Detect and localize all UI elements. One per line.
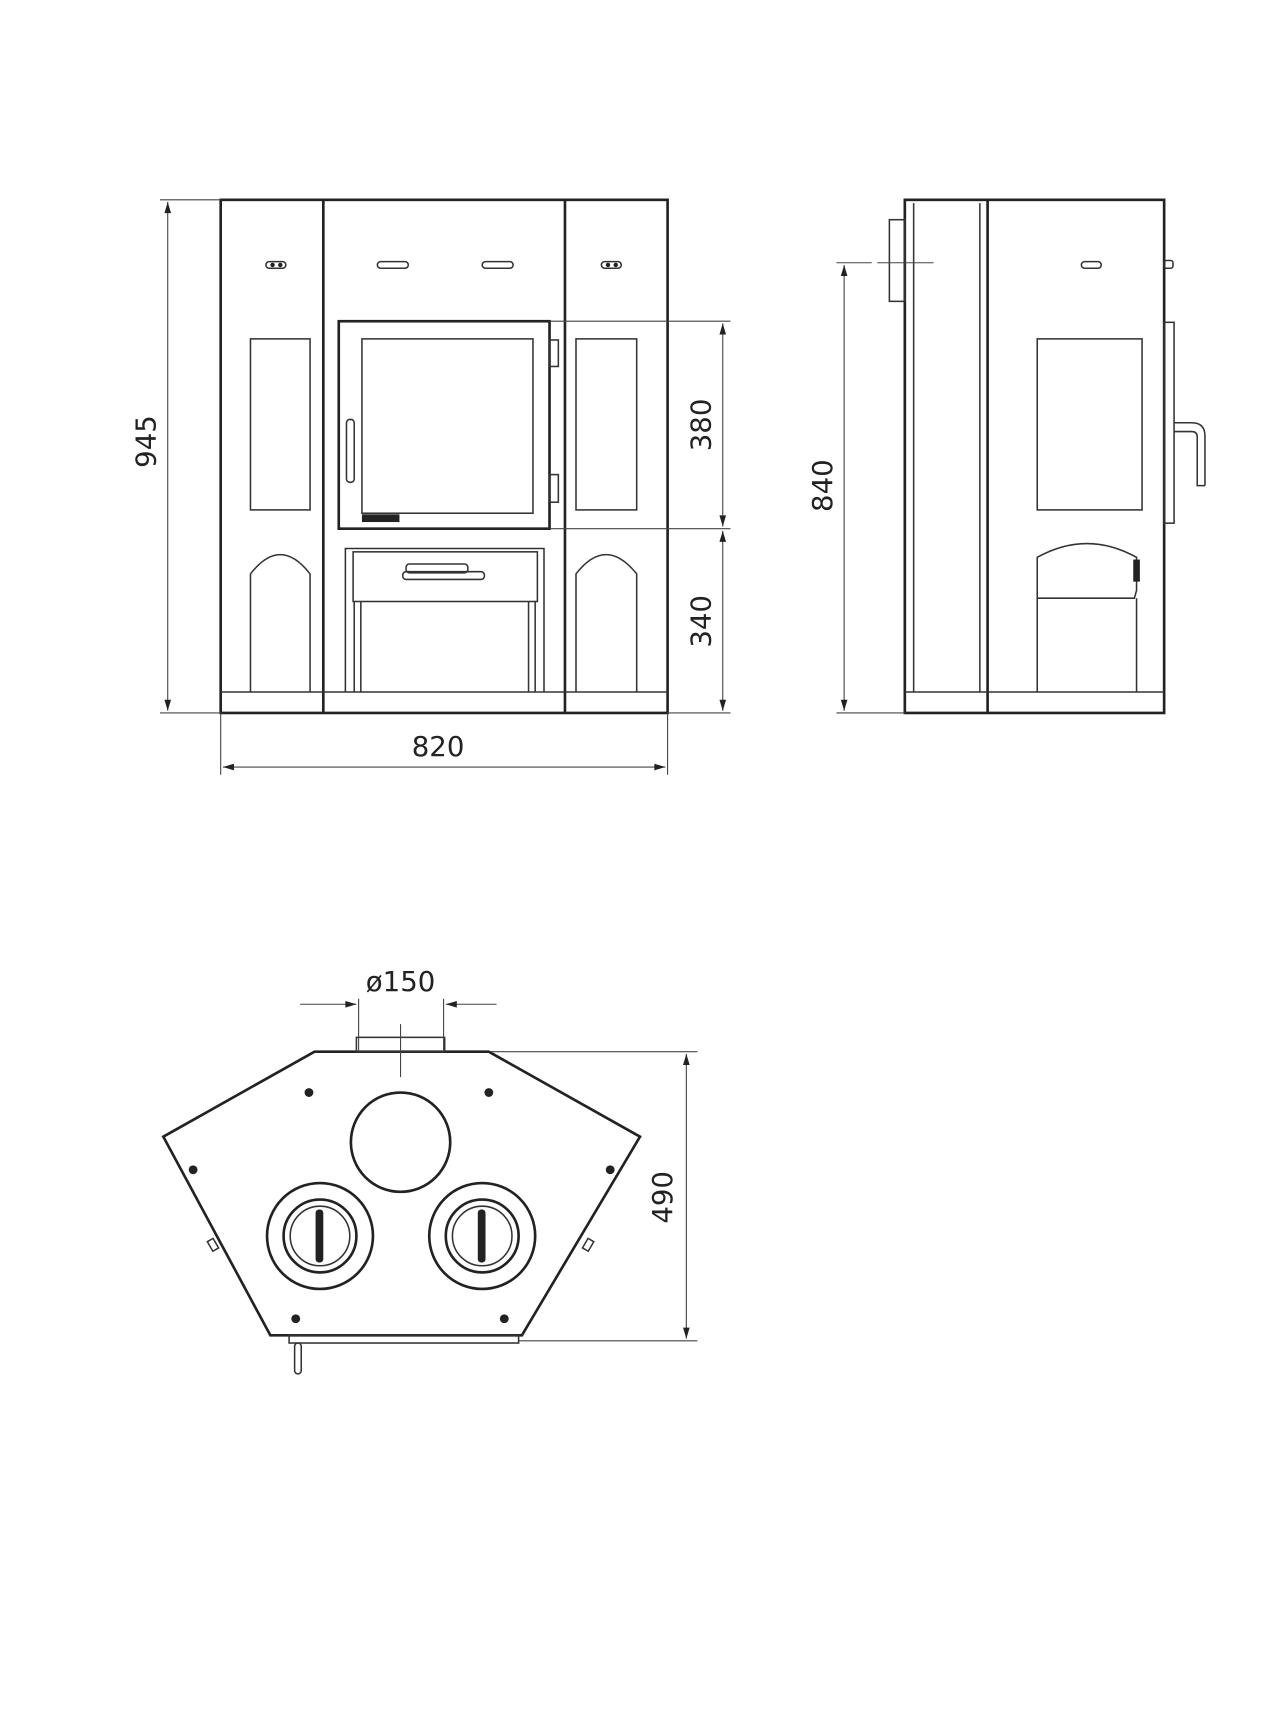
ash-height-label: 340 xyxy=(685,595,718,648)
front-view: 945 380 340 820 xyxy=(130,198,731,775)
flue-stub xyxy=(888,218,906,303)
door-glass xyxy=(361,338,534,514)
dimension-820: 820 xyxy=(220,712,669,775)
flue-height-label: 840 xyxy=(806,459,839,512)
dimension-diameter-150: ø150 xyxy=(300,965,497,1052)
hinge-top xyxy=(548,339,560,368)
dimension-490: 490 xyxy=(491,1051,698,1342)
dimension-840: 840 xyxy=(806,262,905,714)
door-handle xyxy=(345,418,355,484)
flue-opening xyxy=(349,1091,452,1194)
right-control-knob xyxy=(427,1181,537,1291)
ash-door xyxy=(1036,542,1138,692)
door-height-label: 380 xyxy=(685,399,718,452)
depth-label: 490 xyxy=(646,1171,679,1224)
right-arch-panel xyxy=(575,553,638,692)
handle-stub xyxy=(293,1342,303,1375)
side-handle xyxy=(1174,421,1206,486)
fire-door xyxy=(337,319,560,530)
side-window xyxy=(1036,338,1143,511)
brand-logo xyxy=(361,514,400,523)
left-side-window xyxy=(249,338,311,511)
bolts xyxy=(188,1088,615,1324)
hinge-bottom xyxy=(548,473,560,503)
front-strip xyxy=(288,1334,520,1344)
left-arch-panel xyxy=(249,553,311,692)
height-label: 945 xyxy=(130,415,163,468)
dimension-340: 340 xyxy=(667,530,731,714)
side-view: 840 xyxy=(806,198,1206,715)
flue-diameter-label: ø150 xyxy=(366,965,436,998)
side-outline xyxy=(903,198,1166,715)
drawer-handle xyxy=(401,570,486,581)
right-side-window xyxy=(575,338,638,511)
stove-outline xyxy=(219,198,669,715)
left-control-knob xyxy=(265,1181,375,1291)
ash-drawer xyxy=(344,547,545,692)
vent-slots xyxy=(265,260,623,270)
dimension-945: 945 xyxy=(130,199,221,714)
door-edge xyxy=(1163,321,1175,524)
top-view: ø150 490 xyxy=(161,965,698,1375)
vent-slot xyxy=(1080,260,1103,270)
top-outline xyxy=(161,1050,642,1337)
width-label: 820 xyxy=(412,730,465,763)
dimension-380: 380 xyxy=(549,320,731,530)
